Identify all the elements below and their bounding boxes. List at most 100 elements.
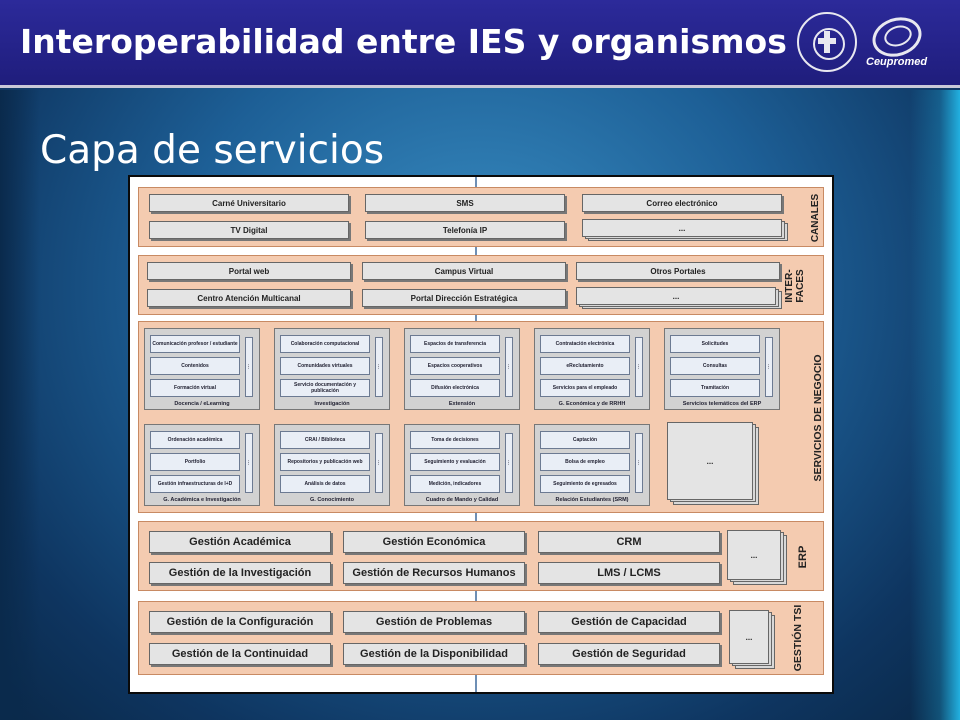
slide-title: Interoperabilidad entre IES y organismos [20,22,787,61]
service-group-title: Servicios telemáticos del ERP [682,401,762,407]
box-gestion-seguridad: Gestión de Seguridad [538,643,720,665]
right-edge-glow [910,90,960,720]
erp-more-label: ... [727,530,781,580]
service-item: Comunicación profesor / estudiante [150,335,240,353]
service-item: Análisis de datos [280,475,370,493]
service-group-title: Cuadro de Mando y Calidad [425,497,499,503]
box-gestion-economica: Gestión Económica [343,531,525,553]
box-tv-digital: TV Digital [149,221,349,239]
service-item: Formación virtual [150,379,240,397]
label-interfaces-line2: FACES [795,269,806,303]
service-item: Difusión electrónica [410,379,500,397]
service-item: Colaboración computacional [280,335,370,353]
service-item: Servicios para el empleado [540,379,630,397]
slide-subtitle: Capa de servicios [40,128,385,173]
label-interfaces-line1: INTER- [784,269,795,303]
service-item: Toma de decisiones [410,431,500,449]
negocio-more-label: ... [667,422,753,500]
service-item: CRAI / Biblioteca [280,431,370,449]
interfaces-more-label: ... [576,287,776,305]
box-lms-lcms: LMS / LCMS [538,562,720,584]
box-telefonia-ip: Telefonía IP [365,221,565,239]
box-gestion-academica: Gestión Académica [149,531,331,553]
service-item: Tramitación [670,379,760,397]
service-item: Comunidades virtuales [280,357,370,375]
service-group-title: G. Académica e Investigación [163,497,241,503]
layer-interfaces: Portal web Campus Virtual Otros Portales… [138,255,824,315]
service-group-title: Investigación [314,401,350,407]
label-interfaces: INTER- FACES [784,251,808,321]
service-item: Ordenación académica [150,431,240,449]
ceupromed-logo-text: Ceupromed [866,56,928,68]
box-correo-electronico: Correo electrónico [582,194,782,212]
box-otros-portales: Otros Portales [576,262,780,280]
service-group-more: ... [635,337,643,397]
service-item: Captación [540,431,630,449]
box-gestion-recursos-humanos: Gestión de Recursos Humanos [343,562,525,584]
service-item: Espacios cooperativos [410,357,500,375]
box-gestion-continuidad: Gestión de la Continuidad [149,643,331,665]
left-edge-shade [0,90,40,720]
architecture-diagram: Carné Universitario SMS Correo electróni… [128,175,834,694]
service-item: Consultas [670,357,760,375]
service-item: Servicio documentación y publicación [280,379,370,397]
university-seal-logo [797,12,857,72]
service-group-more: ... [635,433,643,493]
box-gestion-configuracion: Gestión de la Configuración [149,611,331,633]
layer-erp: Gestión Académica Gestión Económica CRM … [138,521,824,591]
box-portal-web: Portal web [147,262,351,280]
label-canales: CANALES [810,193,821,243]
service-group-more: ... [245,433,253,493]
box-gestion-disponibilidad: Gestión de la Disponibilidad [343,643,525,665]
service-group-more: ... [245,337,253,397]
service-item: Bolsa de empleo [540,453,630,471]
ceupromed-logo: Ceupromed [866,11,946,76]
box-campus-virtual: Campus Virtual [362,262,566,280]
service-group-title: Docencia / eLearning [174,401,230,407]
service-item: Espacios de transferencia [410,335,500,353]
box-gestion-problemas: Gestión de Problemas [343,611,525,633]
service-group-more: ... [505,337,513,397]
box-portal-direccion-estrategica: Portal Dirección Estratégica [362,289,566,307]
box-carne-universitario: Carné Universitario [149,194,349,212]
box-crm: CRM [538,531,720,553]
service-group-title: G. Conocimiento [310,497,354,503]
service-item: Contenidos [150,357,240,375]
canales-more-label: ... [582,219,782,237]
layer-gestion-tsi: Gestión de la Configuración Gestión de P… [138,601,824,675]
service-item: Seguimiento de egresados [540,475,630,493]
service-item: Seguimiento y evaluación [410,453,500,471]
service-group-more: ... [375,337,383,397]
service-item: Contratación electrónica [540,335,630,353]
service-group-more: ... [505,433,513,493]
box-centro-atencion-multicanal: Centro Atención Multicanal [147,289,351,307]
label-servicios-negocio: SERVICIOS DE NEGOCIO [812,354,824,482]
layer-canales: Carné Universitario SMS Correo electróni… [138,187,824,247]
label-gestion-tsi: GESTIÓN TSI [792,604,804,672]
service-group-more: ... [375,433,383,493]
service-item: Portfolio [150,453,240,471]
tsi-more-label: ... [729,610,769,664]
box-gestion-investigacion: Gestión de la Investigación [149,562,331,584]
service-item: Solicitudes [670,335,760,353]
service-group-more: ... [765,337,773,397]
box-sms: SMS [365,194,565,212]
box-gestion-capacidad: Gestión de Capacidad [538,611,720,633]
service-item: Gestión infraestructuras de I+D [150,475,240,493]
service-group-title: Extensión [448,401,476,407]
service-item: Medición, indicadores [410,475,500,493]
service-group-title: Relación Estudiantes (SRM) [555,497,629,503]
service-group-title: G. Económica y de RRHH [558,401,626,407]
service-item: eReclutamiento [540,357,630,375]
label-erp: ERP [797,545,809,569]
service-item: Repositorios y publicación web [280,453,370,471]
